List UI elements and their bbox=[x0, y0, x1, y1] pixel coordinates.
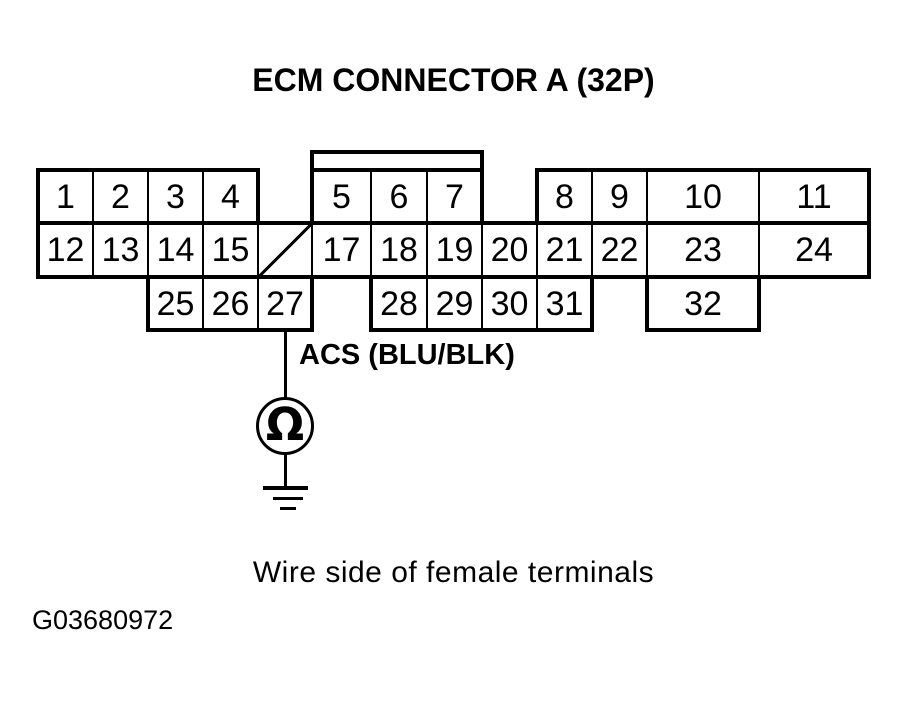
ground-icon bbox=[280, 507, 296, 510]
pin-cell-26: 26 bbox=[211, 284, 250, 323]
pin-block bbox=[146, 275, 314, 332]
cell-divider bbox=[426, 170, 428, 223]
pin-cell-11: 11 bbox=[796, 177, 832, 216]
pin-cell-19: 19 bbox=[435, 231, 474, 269]
cell-divider bbox=[646, 170, 648, 223]
cell-divider bbox=[370, 223, 372, 277]
cell-divider bbox=[646, 223, 648, 277]
pin-cell-5: 5 bbox=[332, 177, 351, 216]
pin-cell-9: 9 bbox=[610, 177, 629, 216]
cell-divider bbox=[257, 277, 259, 330]
pin-cell-21: 21 bbox=[545, 231, 584, 269]
cell-divider bbox=[481, 223, 483, 277]
cell-divider bbox=[147, 223, 149, 277]
diagram-caption: Wire side of female terminals bbox=[252, 556, 655, 589]
pin-cell-23: 23 bbox=[684, 231, 722, 269]
ground-lead-wire bbox=[284, 454, 287, 487]
pin-cell-8: 8 bbox=[555, 177, 574, 216]
pin-cell-1: 1 bbox=[56, 177, 75, 216]
diagram-title: ECM CONNECTOR A (32P) bbox=[252, 62, 655, 98]
ground-icon bbox=[273, 497, 303, 500]
wire-color-label: ACS (BLU/BLK) bbox=[299, 339, 515, 371]
pin-cell-2: 2 bbox=[111, 177, 130, 216]
pin-cell-28: 28 bbox=[380, 284, 418, 323]
cell-divider bbox=[147, 170, 149, 223]
pin-cell-15: 15 bbox=[211, 231, 250, 269]
pin-cell-10: 10 bbox=[684, 177, 722, 216]
pin-cell-30: 30 bbox=[490, 284, 529, 323]
pin-cell-13: 13 bbox=[101, 231, 140, 269]
pin-cell-27: 27 bbox=[266, 284, 304, 323]
pin-cell-4: 4 bbox=[221, 177, 240, 216]
ohm-symbol: Ω bbox=[265, 398, 305, 451]
pin-cell-6: 6 bbox=[389, 177, 409, 216]
cell-divider bbox=[257, 223, 259, 277]
cell-divider bbox=[426, 277, 428, 330]
test-lead-wire bbox=[284, 330, 287, 398]
cell-divider bbox=[591, 223, 593, 277]
pin-cell-31: 31 bbox=[545, 284, 584, 323]
cell-divider bbox=[536, 223, 538, 277]
figure-id: G03680972 bbox=[32, 605, 174, 635]
ground-icon bbox=[263, 486, 308, 490]
cell-divider bbox=[311, 223, 313, 277]
pin-cell-14: 14 bbox=[156, 231, 195, 269]
cell-divider bbox=[536, 277, 538, 330]
pin-cell-32: 32 bbox=[684, 284, 722, 323]
pin-cell-7: 7 bbox=[445, 177, 464, 216]
cell-divider bbox=[92, 170, 94, 223]
cell-divider bbox=[202, 277, 204, 330]
cell-divider bbox=[481, 277, 483, 330]
cell-divider bbox=[202, 170, 204, 223]
pin-cell-3: 3 bbox=[166, 177, 185, 216]
pin-cell-25: 25 bbox=[156, 284, 195, 323]
pin-block bbox=[645, 275, 761, 332]
pin-cell-22: 22 bbox=[600, 231, 639, 269]
pin-cell-24: 24 bbox=[795, 231, 833, 269]
cell-divider bbox=[370, 170, 372, 223]
pin-cell-20: 20 bbox=[490, 231, 529, 269]
pin-cell-18: 18 bbox=[380, 231, 418, 269]
cell-divider bbox=[202, 223, 204, 277]
cell-divider bbox=[758, 223, 760, 277]
cell-divider bbox=[426, 223, 428, 277]
pin-cell-17: 17 bbox=[322, 231, 361, 269]
pin-cell-12: 12 bbox=[46, 231, 85, 269]
ohmmeter-icon: Ω bbox=[256, 397, 314, 455]
cell-divider bbox=[758, 170, 760, 223]
pin-cell-29: 29 bbox=[435, 284, 474, 323]
cell-divider bbox=[591, 170, 593, 223]
cell-divider bbox=[92, 223, 94, 277]
